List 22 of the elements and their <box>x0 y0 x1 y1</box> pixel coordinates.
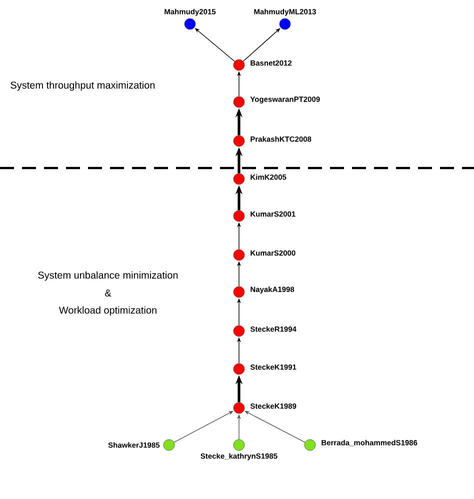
node-circle <box>233 59 245 71</box>
node-circle <box>233 173 245 185</box>
node-circle <box>233 439 245 451</box>
node-circle <box>163 439 175 451</box>
node-circle <box>233 402 245 414</box>
node-circle <box>304 439 316 451</box>
node-circle <box>233 325 245 337</box>
arrow <box>242 28 280 62</box>
node-circle <box>233 286 245 298</box>
section-label: & <box>105 290 112 296</box>
node-circle <box>233 96 245 108</box>
node-circle <box>233 210 245 222</box>
arrow <box>174 410 234 443</box>
arrow <box>244 410 306 443</box>
section-label: Workload optimization <box>58 306 156 316</box>
section-label: System unbalance minimization <box>38 271 178 281</box>
node-circle <box>184 18 196 30</box>
node-circle <box>233 135 245 147</box>
section-label: System throughput maximization <box>10 81 155 91</box>
node-circle <box>279 18 291 30</box>
node-circle <box>233 363 245 375</box>
node-circle <box>233 249 245 261</box>
